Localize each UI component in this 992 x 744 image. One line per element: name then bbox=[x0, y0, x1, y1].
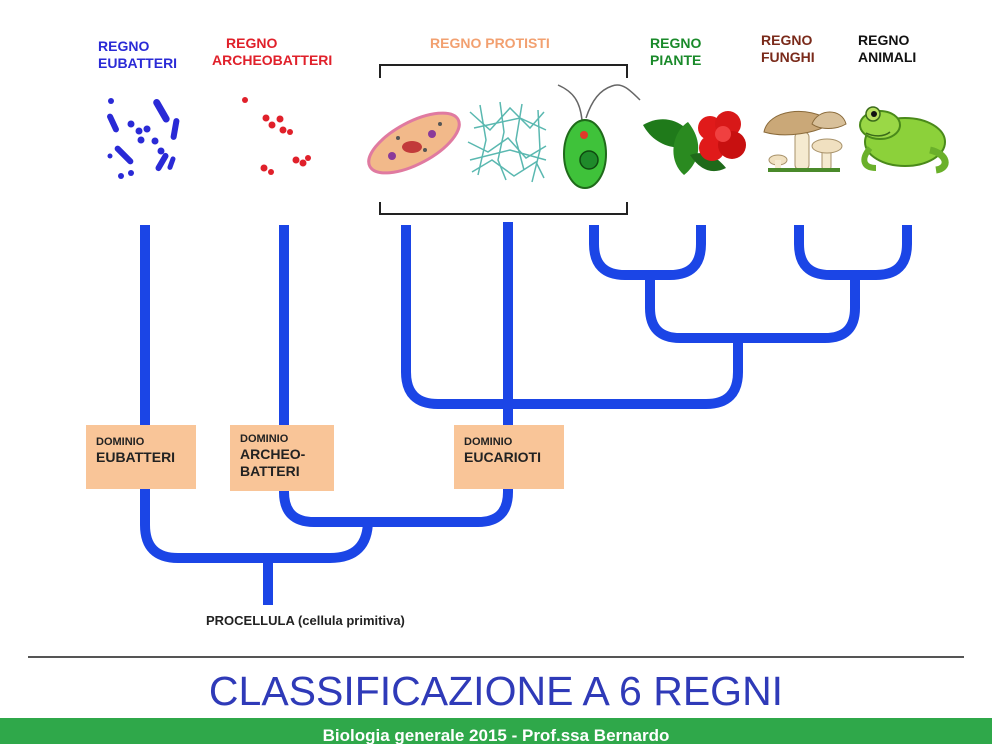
domain-box-label-line1: ARCHEO- bbox=[240, 446, 306, 462]
paramecium-icon bbox=[367, 111, 461, 175]
divider bbox=[28, 656, 964, 658]
domain-box-archeobatteri: DOMINIO ARCHEO- BATTERI bbox=[230, 425, 334, 491]
slide-title: CLASSIFICAZIONE A 6 REGNI bbox=[208, 668, 784, 714]
branch-eubatteri bbox=[140, 225, 373, 563]
branch-plants bbox=[589, 225, 706, 280]
domain-box-label-line1: EUCARIOTI bbox=[464, 449, 541, 465]
euglena-icon bbox=[557, 84, 641, 189]
branch-eukaryote-join bbox=[401, 225, 743, 409]
mushroom-icon bbox=[763, 110, 847, 172]
domain-box-small-label: DOMINIO bbox=[464, 436, 513, 448]
algae-net-icon bbox=[467, 101, 547, 183]
branch-animals bbox=[794, 225, 912, 280]
kingdom-label-line1: REGNO bbox=[226, 35, 278, 51]
kingdom-label-archeobatteri: REGNO ARCHEOBATTERI bbox=[212, 35, 332, 69]
kingdom-label-line2: PIANTE bbox=[650, 52, 702, 68]
branch-archeobatteri bbox=[279, 225, 513, 527]
root-label: PROCELLULA (cellula primitiva) bbox=[206, 613, 405, 628]
kingdom-label-line1: REGNO bbox=[761, 32, 813, 48]
frog-icon bbox=[859, 106, 949, 174]
kingdom-label-piante: REGNO PIANTE bbox=[650, 35, 701, 69]
kingdom-label-line1: REGNO bbox=[858, 32, 910, 48]
kingdom-label-line1: REGNO bbox=[650, 35, 702, 51]
domain-box-small-label: DOMINIO bbox=[240, 433, 289, 445]
domain-box-small-label: DOMINIO bbox=[96, 436, 145, 448]
footer-text: Biologia generale 2015 - Prof.ssa Bernar… bbox=[322, 726, 670, 744]
domain-box-eucarioti: DOMINIO EUCARIOTI bbox=[454, 425, 564, 489]
kingdom-label-line2: FUNGHI bbox=[761, 49, 815, 65]
branch-fungi-plants-animals bbox=[645, 278, 860, 343]
domain-box-label-line2: BATTERI bbox=[240, 463, 300, 479]
kingdom-label-line2: EUBATTERI bbox=[98, 55, 178, 71]
archaea-icon bbox=[242, 97, 311, 175]
kingdom-label-line1: REGNO PROTISTI bbox=[430, 35, 550, 51]
kingdom-label-eubatteri: REGNO EUBATTERI bbox=[98, 38, 177, 72]
domain-box-label-line1: EUBATTERI bbox=[96, 449, 176, 465]
kingdom-label-line1: REGNO bbox=[98, 38, 150, 54]
domain-box-eubatteri: DOMINIO EUBATTERI bbox=[86, 425, 196, 489]
flower-icon bbox=[643, 111, 746, 175]
protist-icon bbox=[367, 84, 641, 189]
kingdom-label-line2: ARCHEOBATTERI bbox=[212, 52, 333, 68]
protist-bracket bbox=[379, 64, 628, 215]
kingdom-label-animali: REGNO ANIMALI bbox=[858, 32, 916, 66]
kingdom-label-protisti: REGNO PROTISTI bbox=[430, 35, 550, 52]
footer-bar: Biologia generale 2015 - Prof.ssa Bernar… bbox=[0, 718, 992, 744]
kingdom-label-line2: ANIMALI bbox=[858, 49, 917, 65]
bacteria-icon bbox=[107, 98, 180, 179]
tree-branches bbox=[140, 222, 912, 605]
kingdom-label-funghi: REGNO FUNGHI bbox=[761, 32, 815, 66]
